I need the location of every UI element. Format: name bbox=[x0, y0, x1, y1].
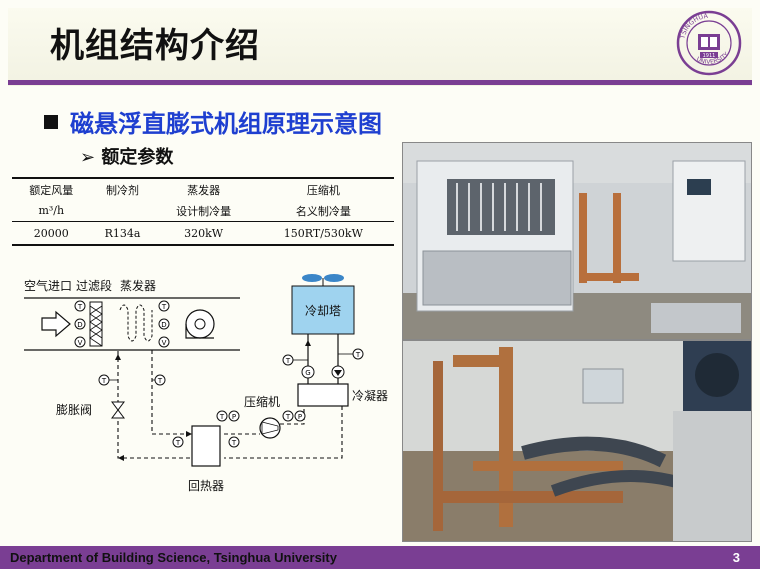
table-header-row: m³/h 设计制冷量 名义制冷量 bbox=[12, 200, 394, 222]
compressor-icon bbox=[259, 417, 281, 439]
svg-text:T: T bbox=[175, 439, 181, 447]
label-air-inlet: 空气进口 bbox=[24, 278, 72, 293]
header-airflow-unit: m³/h bbox=[12, 200, 91, 222]
university-logo: TSINGHUA UNIVERSITY 1911 bbox=[676, 10, 742, 76]
page-number: 3 bbox=[732, 550, 740, 565]
air-inlet-arrow-icon bbox=[41, 310, 71, 338]
svg-text:D: D bbox=[161, 321, 166, 329]
photo-piping bbox=[402, 340, 752, 542]
header-airflow: 额定风量 bbox=[12, 177, 91, 200]
label-condenser: 冷凝器 bbox=[352, 388, 388, 403]
header-refrigerant-unit bbox=[90, 200, 155, 222]
subsection-title: ➢ 额定参数 bbox=[80, 147, 174, 168]
label-evaporator: 蒸发器 bbox=[120, 278, 156, 293]
expansion-valve-icon bbox=[111, 401, 125, 419]
svg-text:T: T bbox=[285, 357, 291, 365]
rated-parameters-table: 额定风量 制冷剂 蒸发器 压缩机 m³/h 设计制冷量 名义制冷量 20000 … bbox=[12, 177, 394, 246]
header-compressor: 压缩机 bbox=[252, 177, 394, 200]
cooling-tower bbox=[291, 285, 355, 335]
slide-title: 机组结构介绍 bbox=[50, 26, 260, 66]
tower-fan-icon bbox=[302, 274, 322, 282]
bullet-square-icon bbox=[44, 115, 58, 129]
evaporator-coil-icon bbox=[119, 304, 153, 342]
svg-text:T: T bbox=[157, 377, 163, 385]
title-divider bbox=[8, 80, 752, 85]
svg-text:V: V bbox=[78, 339, 83, 347]
svg-text:V: V bbox=[162, 339, 167, 347]
regenerator bbox=[191, 425, 221, 467]
cell-evaporator-capacity: 320kW bbox=[154, 221, 253, 246]
header-compressor-sub: 名义制冷量 bbox=[252, 200, 394, 222]
svg-text:T: T bbox=[285, 413, 291, 421]
label-filter: 过滤段 bbox=[76, 278, 112, 293]
table-header-row: 额定风量 制冷剂 蒸发器 压缩机 bbox=[12, 177, 394, 200]
title-bar bbox=[8, 8, 752, 86]
footer-bar: Department of Building Science, Tsinghua… bbox=[0, 546, 760, 569]
table-row: 20000 R134a 320kW 150RT/530kW bbox=[12, 221, 394, 246]
svg-text:P: P bbox=[298, 413, 302, 421]
label-regenerator: 回热器 bbox=[188, 479, 224, 493]
footer-department: Department of Building Science, Tsinghua… bbox=[10, 550, 337, 565]
label-compressor: 压缩机 bbox=[244, 394, 280, 409]
svg-text:D: D bbox=[77, 321, 82, 329]
header-evaporator-sub: 设计制冷量 bbox=[154, 200, 253, 222]
svg-text:G: G bbox=[305, 369, 310, 377]
header-evaporator: 蒸发器 bbox=[154, 177, 253, 200]
system-schematic: 空气进口 过滤段 蒸发器 T D V T D V 冷却塔 bbox=[24, 274, 388, 493]
label-expansion-valve: 膨胀阀 bbox=[56, 403, 92, 417]
svg-text:T: T bbox=[77, 303, 83, 311]
filter-icon bbox=[89, 301, 103, 347]
logo-year: 1911 bbox=[703, 53, 716, 59]
cell-airflow: 20000 bbox=[12, 221, 91, 246]
svg-text:P: P bbox=[232, 413, 236, 421]
svg-text:T: T bbox=[219, 413, 225, 421]
cell-compressor-capacity: 150RT/530kW bbox=[252, 221, 394, 246]
cell-refrigerant: R134a bbox=[90, 221, 155, 246]
svg-text:T: T bbox=[231, 439, 237, 447]
fan-icon bbox=[185, 309, 215, 339]
condenser bbox=[297, 383, 349, 407]
svg-text:T: T bbox=[161, 303, 167, 311]
section-title: 磁悬浮直膨式机组原理示意图 bbox=[44, 104, 382, 139]
label-cooling-tower: 冷却塔 bbox=[305, 304, 341, 318]
svg-text:T: T bbox=[101, 377, 107, 385]
svg-text:T: T bbox=[355, 351, 361, 359]
photo-unit-overview bbox=[402, 142, 752, 340]
header-refrigerant: 制冷剂 bbox=[90, 177, 155, 200]
